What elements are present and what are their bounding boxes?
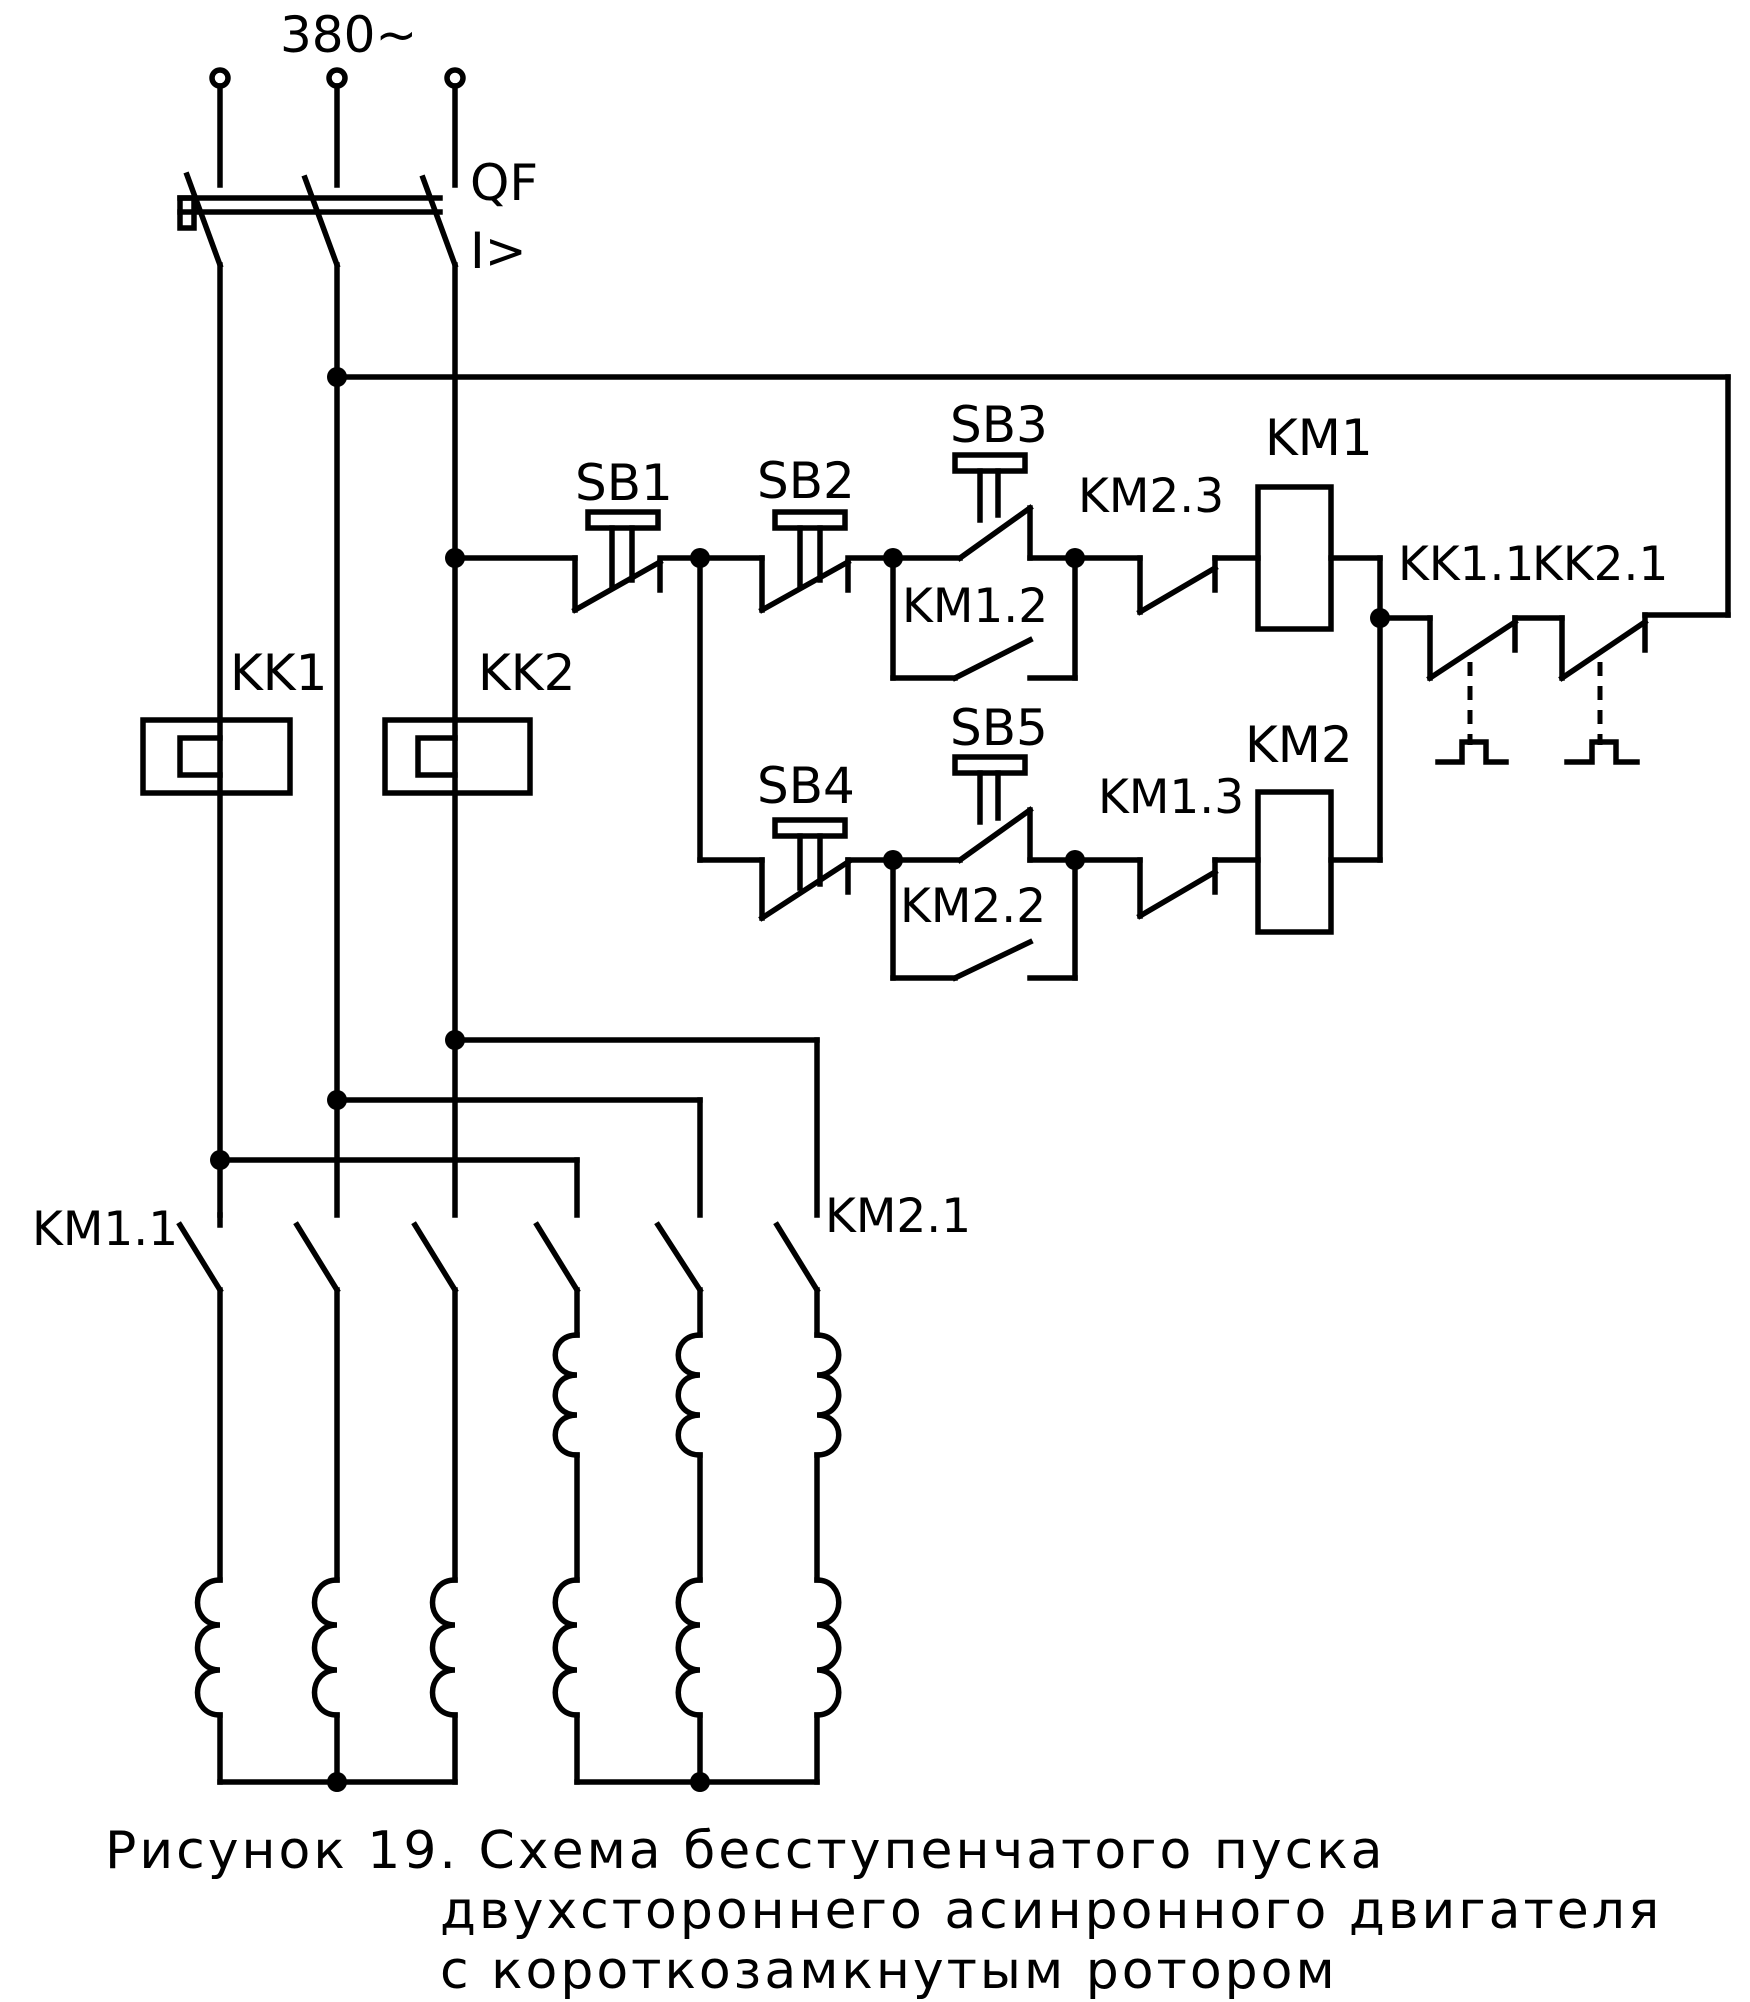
km1-1-main-contacts — [176, 1212, 459, 1583]
kk1-label: KK1 — [230, 644, 327, 702]
thermal-relay-kk1 — [140, 717, 293, 796]
km2-coil-label: KM2 — [1245, 716, 1353, 774]
kk2-1-label: KK2.1 — [1532, 537, 1668, 592]
circuit-breaker-qf — [177, 171, 459, 269]
kk1-1-overload-contact — [1377, 615, 1519, 765]
breaker-trip-label: I> — [470, 222, 527, 280]
kk1-1-label: KK1.1 — [1398, 537, 1534, 592]
km2-1-label: KM2.1 — [825, 1189, 971, 1244]
sb4-stop-button — [758, 817, 896, 922]
km2-2-latch-contact — [890, 857, 1078, 982]
caption-line-1: Рисунок 19. Схема бесступенчатого пуска — [105, 1821, 1385, 1881]
km2-2-label: KM2.2 — [900, 879, 1046, 934]
km1-3-interlock — [1072, 857, 1261, 920]
supply-terminals — [209, 67, 466, 188]
kk2-1-overload-contact — [1558, 612, 1649, 765]
km1-coil — [1255, 484, 1334, 632]
km1-1-label: KM1.1 — [32, 1202, 178, 1257]
sb3-label: SB3 — [950, 396, 1048, 454]
breaker-label: QF — [470, 154, 538, 212]
control-circuit — [334, 374, 1731, 982]
contactor-feeds — [217, 1037, 820, 1218]
sb4-label: SB4 — [757, 757, 855, 815]
voltage-label: 380~ — [280, 6, 417, 64]
km1-3-label: KM1.3 — [1098, 770, 1244, 825]
thermal-relay-kk2 — [382, 717, 533, 796]
km1-coil-label: KM1 — [1265, 409, 1373, 467]
km2-1-main-contacts — [533, 1221, 821, 1338]
km1-2-label: KM1.2 — [902, 579, 1048, 634]
sb5-start-button — [952, 754, 1034, 864]
sb5-label: SB5 — [950, 699, 1048, 757]
caption-line-3: с короткозамкнутым ротором — [440, 1941, 1338, 2001]
sb3-start-button — [952, 452, 1034, 562]
motor-windings — [194, 1332, 842, 1785]
km2-coil — [1255, 789, 1334, 935]
sb1-stop-button — [571, 509, 703, 614]
sb1-label: SB1 — [575, 454, 673, 512]
junction-dots — [210, 367, 1390, 1792]
sb2-stop-button — [758, 509, 896, 614]
caption-line-2: двухстороннего асинронного двигателя — [440, 1881, 1662, 1941]
kk2-label: KK2 — [478, 644, 575, 702]
km2-3-interlock — [1072, 555, 1261, 616]
sb2-label: SB2 — [757, 452, 855, 510]
km2-3-label: KM2.3 — [1078, 469, 1224, 524]
km1-2-latch-contact — [890, 555, 1078, 682]
